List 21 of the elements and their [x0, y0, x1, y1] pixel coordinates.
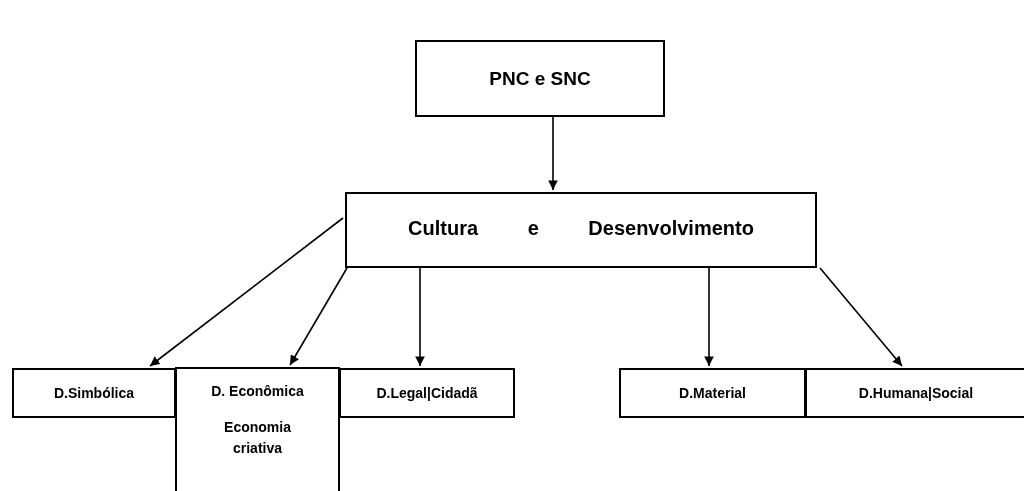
text-box	[12, 368, 176, 418]
arrow	[149, 217, 344, 367]
text-box	[415, 40, 665, 117]
box-label: D. Econômica	[211, 382, 304, 401]
box-label: Cultura e Desenvolvimento	[408, 216, 754, 241]
text-box	[805, 368, 1024, 418]
text-box	[345, 192, 817, 268]
text-box	[175, 367, 340, 491]
box-label: D.Simbólica	[53, 383, 135, 403]
text-box	[339, 368, 515, 418]
box-label: D.Humana|Social	[858, 383, 974, 403]
text-box	[619, 368, 806, 418]
arrow	[819, 267, 903, 367]
box-label: PNC e SNC	[489, 66, 591, 91]
box-label: D.Legal|Cidadã	[376, 383, 478, 403]
arrow	[704, 267, 714, 367]
box-note: Economia criativa	[223, 418, 292, 458]
box-label: D.Material	[679, 383, 746, 403]
arrow	[548, 116, 558, 191]
arrow	[289, 267, 348, 366]
arrow	[415, 267, 425, 367]
